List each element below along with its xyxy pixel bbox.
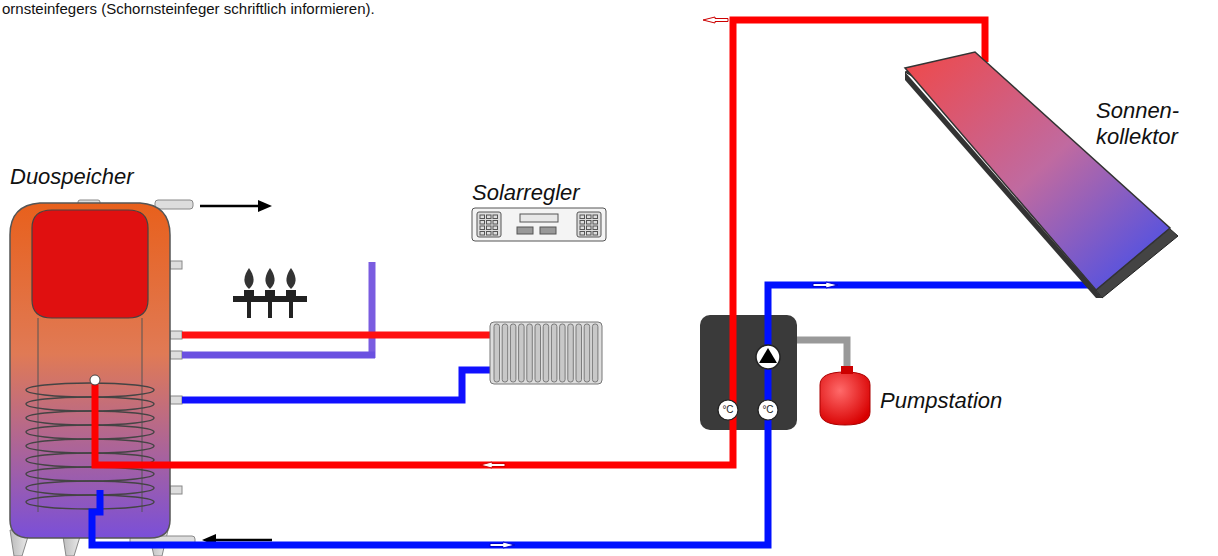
radiator-flow: [182, 332, 492, 339]
radiator-fin: [592, 324, 598, 382]
controller-key: [587, 215, 592, 219]
pump-station-box: [700, 315, 797, 430]
controller-key: [493, 215, 498, 219]
controller-key: [587, 232, 592, 236]
flow-arrows: [480, 17, 838, 548]
controller-key: [480, 215, 485, 219]
expansion-vessel-neck: [841, 366, 853, 374]
radiator-fin: [494, 324, 500, 382]
controller-key: [493, 226, 498, 230]
component-label: Sonnen- kollektor: [1096, 98, 1196, 150]
radiator-fin: [510, 324, 516, 382]
component-label: Pumpstation: [880, 388, 1002, 414]
controller-key: [587, 226, 592, 230]
controller-key: [593, 215, 598, 219]
radiator-fin: [560, 324, 566, 382]
note-text: ornsteinfegers (Schornsteinfeger schrift…: [2, 0, 375, 18]
radiator-return: [182, 370, 492, 400]
radiator-fin: [584, 324, 590, 382]
solar-flow-pipe: [95, 20, 985, 465]
inner-wall: [38, 318, 39, 512]
controller-key: [480, 232, 485, 236]
radiator-fin: [576, 324, 582, 382]
controller-key: [580, 215, 585, 219]
controller-key: [593, 226, 598, 230]
coil-winding: [26, 425, 154, 439]
controller-key: [487, 226, 492, 230]
coil-winding: [26, 397, 154, 411]
controller-key: [480, 221, 485, 225]
expansion-vessel: [820, 372, 870, 425]
controller-key: [593, 221, 598, 225]
gas-burner: [233, 268, 307, 318]
boiler-loop: [182, 262, 375, 358]
coil-winding: [26, 481, 154, 495]
thermometer-dial: [718, 400, 738, 420]
solar-return-pipe: [92, 285, 1090, 545]
radiator-fin: [543, 324, 549, 382]
thermometer-dial: [758, 400, 778, 420]
controller-key: [487, 232, 492, 236]
radiator: [490, 322, 602, 384]
coil-winding: [26, 383, 154, 397]
coil-winding: [26, 411, 154, 425]
controller-key: [493, 232, 498, 236]
controller-key: [493, 221, 498, 225]
radiator-fin: [535, 324, 541, 382]
inner-wall: [142, 318, 143, 512]
storage-tank: [10, 203, 170, 538]
inner-vessel: [32, 210, 148, 318]
pump-symbol: [756, 345, 780, 369]
coil-winding: [26, 439, 154, 453]
solar-collector: [905, 52, 1178, 298]
solar-controller: [472, 208, 606, 241]
radiator-fin: [519, 324, 525, 382]
controller-key: [487, 215, 492, 219]
controller-key: [580, 221, 585, 225]
coil-inlet: [90, 375, 100, 385]
controller-key: [487, 221, 492, 225]
expansion-pipe: [797, 340, 847, 375]
hot-water-arrow: [200, 200, 272, 212]
controller-key: [480, 226, 485, 230]
temperature-unit: °C: [718, 404, 738, 416]
controller-key: [593, 232, 598, 236]
component-label: Solarregler: [472, 180, 580, 206]
radiator-fin: [502, 324, 508, 382]
radiator-fin: [551, 324, 557, 382]
heat-exchanger-coil: [26, 383, 154, 509]
component-label: Duospeicher: [10, 164, 134, 190]
controller-key: [580, 232, 585, 236]
temperature-unit: °C: [758, 404, 778, 416]
coil-winding: [26, 467, 154, 481]
controller-key: [587, 221, 592, 225]
coil-winding: [26, 495, 154, 509]
radiator-fin: [527, 324, 533, 382]
radiator-fin: [568, 324, 574, 382]
controller-key: [580, 226, 585, 230]
